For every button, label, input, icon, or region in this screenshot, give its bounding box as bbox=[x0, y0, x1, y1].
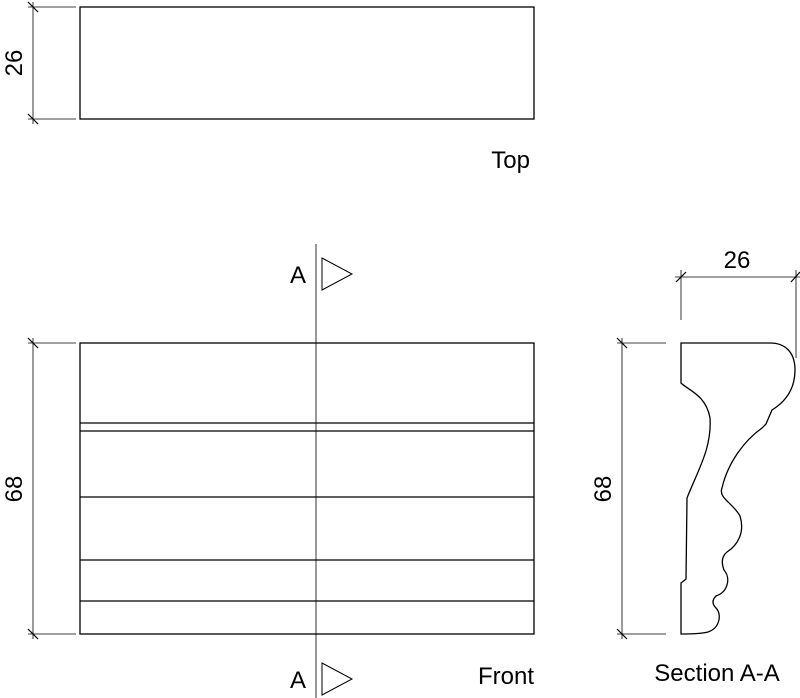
section-marker-letter: A bbox=[290, 262, 306, 289]
section-height-dimension-text: 68 bbox=[590, 476, 617, 503]
top-view-label: Top bbox=[491, 147, 530, 174]
front-view-dimension: 68 bbox=[1, 337, 76, 640]
top-view: 26 Top bbox=[1, 1, 535, 174]
top-view-dimension-text: 26 bbox=[1, 50, 28, 77]
top-view-dimension: 26 bbox=[1, 1, 76, 125]
section-marker-top: A bbox=[290, 257, 354, 291]
section-width-dimension: 26 bbox=[675, 247, 800, 358]
top-view-outline bbox=[79, 6, 535, 120]
front-view-outline bbox=[79, 342, 535, 635]
front-view-label: Front bbox=[478, 663, 534, 690]
front-view: A A 68 Front bbox=[1, 244, 535, 698]
section-view: 26 68 Section A-A bbox=[590, 247, 800, 687]
section-width-dimension-text: 26 bbox=[724, 247, 751, 274]
section-marker-letter: A bbox=[290, 667, 306, 694]
section-marker-bottom: A bbox=[290, 662, 354, 696]
section-arrow-icon bbox=[321, 662, 354, 696]
front-view-dimension-text: 68 bbox=[1, 476, 28, 503]
section-arrow-icon bbox=[321, 257, 354, 291]
section-height-dimension: 68 bbox=[590, 337, 666, 640]
section-view-label: Section A-A bbox=[654, 660, 779, 687]
section-profile bbox=[680, 342, 796, 635]
